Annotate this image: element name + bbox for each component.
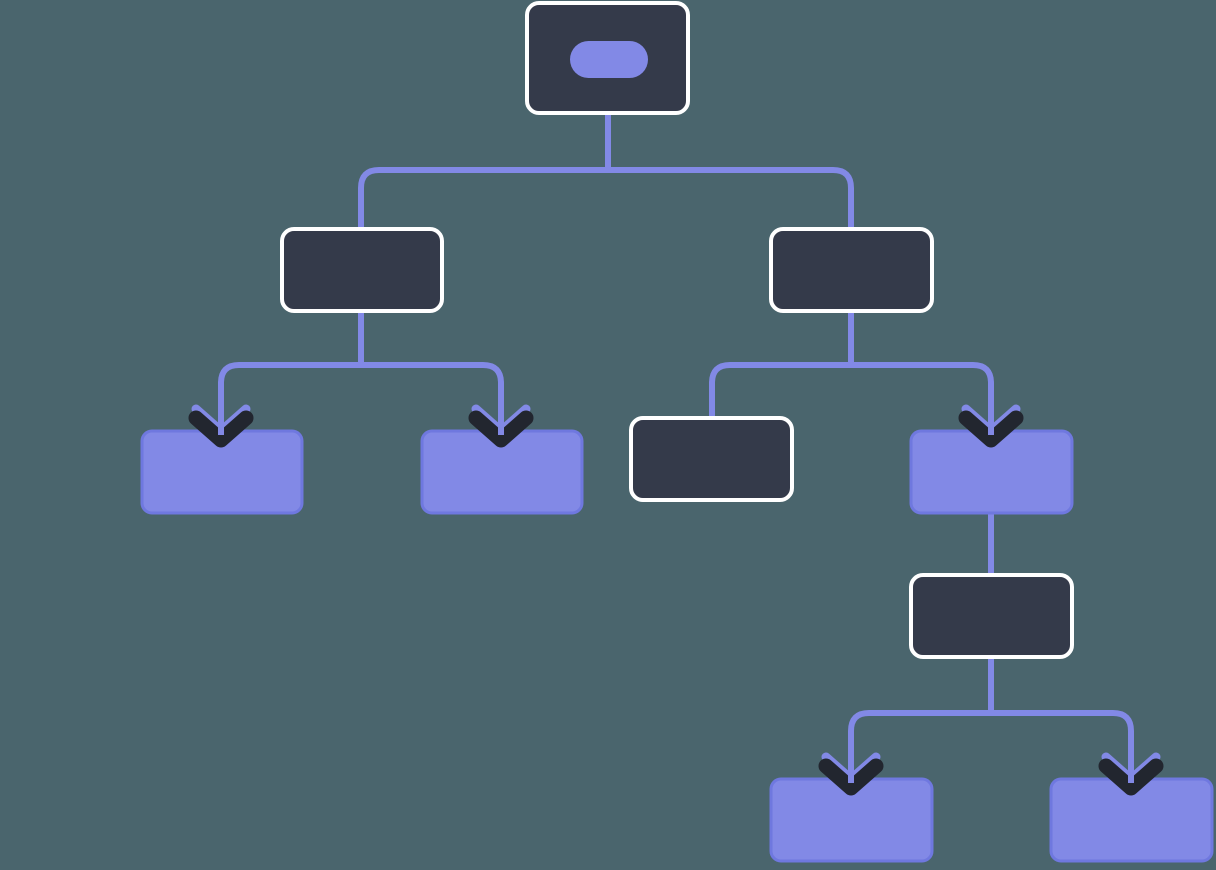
arrowhead-leaf-4-chevron [818,758,884,796]
dark-terminal-node-body[interactable] [629,416,794,502]
arrowhead-leaf-1-chevron [188,410,254,448]
branch-node-left[interactable] [280,227,444,313]
edge-branch-left-to-leaf-1 [218,300,364,440]
dark-terminal-node[interactable] [629,416,794,502]
edge-branch-right-to-leaf-3 [851,362,994,440]
edge-sub-branch-to-leaf-4 [848,646,994,788]
edge-root-to-branch-right [608,167,854,300]
branch-node-right[interactable] [769,227,934,313]
edge-sub-branch-to-leaf-5 [991,710,1134,788]
branch-node-left-body[interactable] [280,227,444,313]
arrowhead-leaf-1 [188,388,254,448]
branch-node-right-body[interactable] [769,227,934,313]
root-node[interactable] [525,1,690,115]
arrowhead-leaf-5 [1098,736,1164,796]
edge-layer [218,62,1134,788]
arrowhead-leaf-2 [468,388,534,448]
sub-branch-node-body[interactable] [909,573,1074,659]
arrowhead-leaf-2-chevron [468,410,534,448]
arrowhead-leaf-3-chevron [958,410,1024,448]
arrowhead-layer [188,388,1164,796]
arrowhead-leaf-4 [818,736,884,796]
node-layer [140,1,1214,863]
root-node-pill-badge [570,41,648,78]
edge-root-to-branch-left [358,167,608,300]
edge-branch-right-to-dark-leaf [709,300,854,418]
arrowhead-leaf-5-chevron [1098,758,1164,796]
arrowhead-leaf-3 [958,388,1024,448]
edge-branch-left-to-leaf-2 [361,362,504,440]
sub-branch-node[interactable] [909,573,1074,659]
